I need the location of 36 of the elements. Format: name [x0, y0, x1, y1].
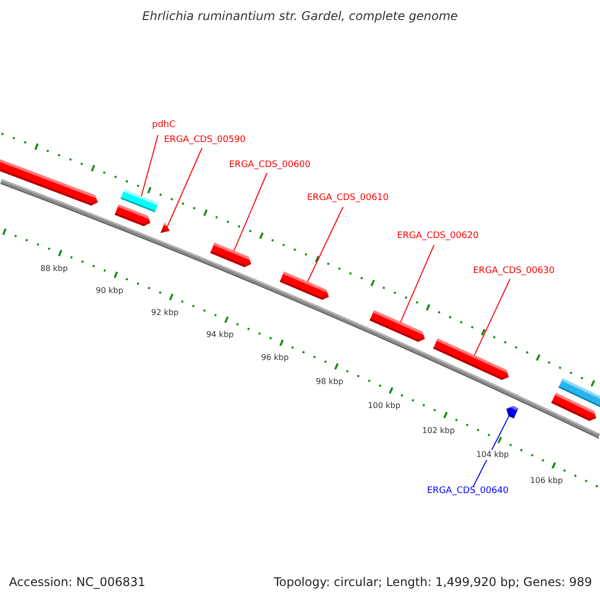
- gene-block: [279, 271, 329, 300]
- gene-label: pdhC: [152, 120, 176, 131]
- gene-label: ERGA_CDS_00640: [427, 486, 509, 497]
- accession-text: Accession: NC_006831: [9, 575, 146, 589]
- leader-line: [400, 244, 434, 323]
- gene-block: [210, 242, 252, 268]
- gene-label: ERGA_CDS_00590: [164, 135, 246, 146]
- gene-label: ERGA_CDS_00630: [473, 266, 555, 277]
- tick-label: 94 kbp: [206, 330, 234, 340]
- gene-block: [506, 406, 519, 419]
- gene-label: ERGA_CDS_00610: [307, 193, 389, 204]
- gene-block: [0, 159, 98, 206]
- tick-label: 104 kbp: [476, 450, 509, 460]
- tick-label: 88 kbp: [40, 264, 68, 274]
- tick-label: 100 kbp: [368, 401, 400, 412]
- genome-stats-text: Topology: circular; Length: 1,499,920 bp; Genes: 989: [274, 575, 592, 589]
- tick-label: 98 kbp: [316, 377, 344, 388]
- gene-label: ERGA_CDS_00620: [397, 231, 479, 242]
- gene-block: [433, 338, 509, 380]
- gene-block: [160, 222, 170, 233]
- tick-label: 92 kbp: [151, 308, 179, 318]
- gene-block: [551, 392, 597, 421]
- tick-label: 96 kbp: [261, 353, 289, 364]
- tick-label: 90 kbp: [96, 286, 124, 296]
- gene-block: [114, 204, 151, 227]
- leader-line: [306, 206, 344, 283]
- leader-line: [166, 148, 202, 228]
- map-title: Ehrlichia ruminantium str. Gardel, complete genome: [142, 9, 458, 23]
- gene-block: [369, 310, 425, 342]
- gene-label: ERGA_CDS_00600: [229, 160, 311, 171]
- leader-line: [474, 278, 510, 356]
- tick-label: 106 kbp: [530, 476, 563, 486]
- leader-line: [233, 172, 268, 252]
- leader-line: [472, 415, 510, 488]
- leader-line: [140, 134, 158, 198]
- tick-label: 102 kbp: [422, 426, 455, 436]
